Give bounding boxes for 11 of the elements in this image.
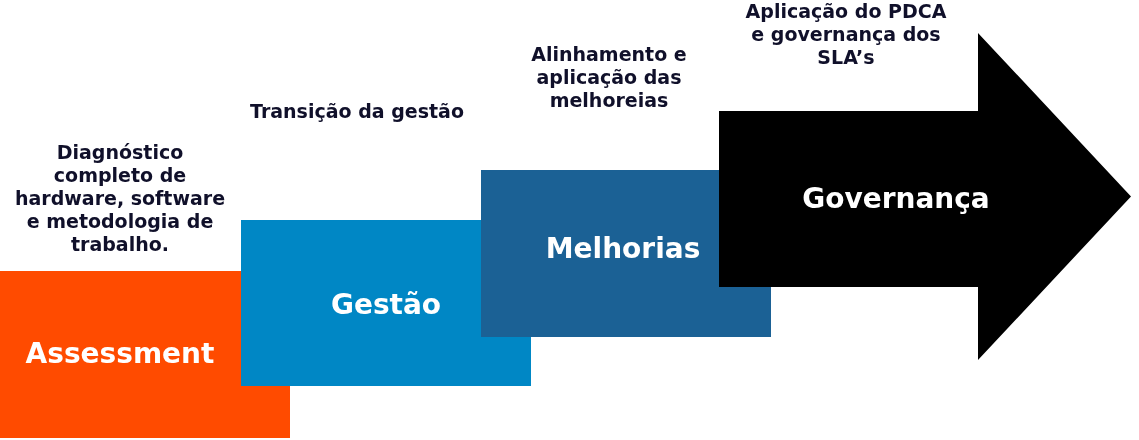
stage-box: [481, 170, 771, 337]
stage-box: [241, 220, 531, 386]
stage-box: [0, 271, 290, 438]
stage-title: Gestão: [330, 289, 442, 321]
stage-title: Melhorias: [545, 233, 701, 265]
stage-description: Aplicação do PDCA e governança dos SLA’s: [744, 0, 948, 69]
stage-description: Alinhamento e aplicação das melhoreias: [530, 43, 688, 112]
stage-title: Governança: [802, 183, 990, 215]
stage-description: Transição da gestão: [249, 100, 465, 123]
stage-description: Diagnóstico completo de hardware, software e metodologia de trabalho.: [13, 141, 227, 256]
stage-title: Assessment: [25, 338, 215, 370]
